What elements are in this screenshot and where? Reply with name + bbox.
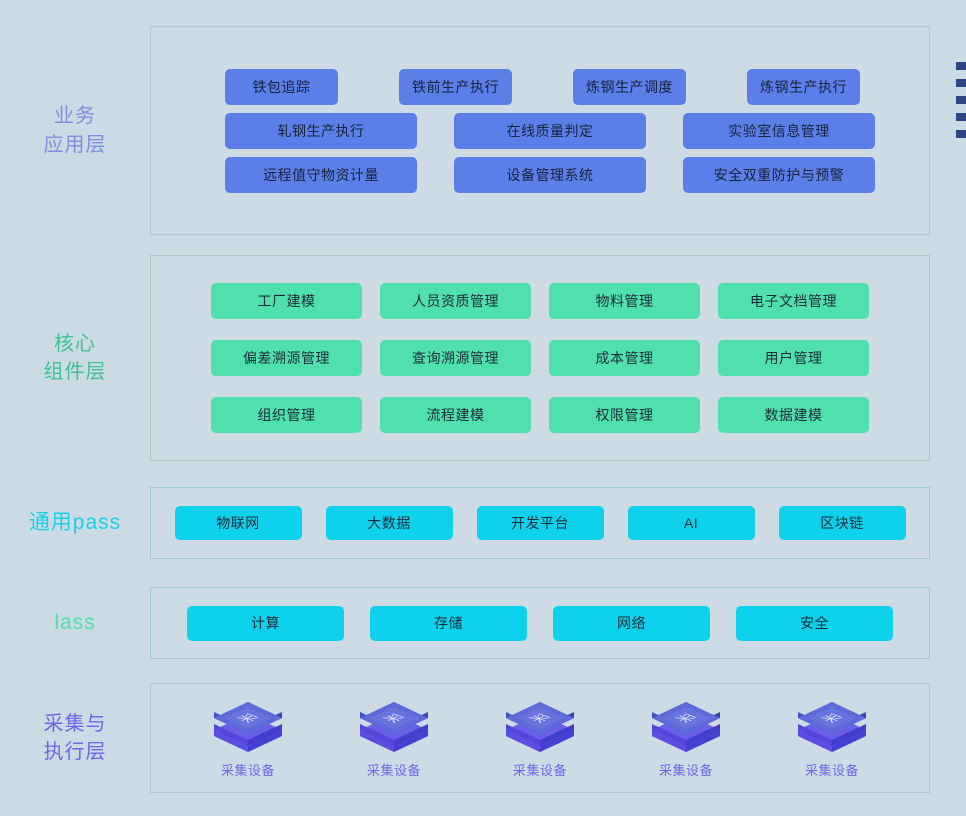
chip-ai[interactable]: AI [627,506,755,540]
chip-material-management[interactable]: 物料管理 [549,283,700,319]
collection-device-icon: 采 [652,701,720,752]
chip-steelmaking-scheduling[interactable]: 炼钢生产调度 [573,68,686,105]
business-chip-row-2: 轧钢生产执行 在线质量判定 实验室信息管理 [175,112,905,149]
edge-legend-marker-5 [956,130,966,138]
chip-remote-material-metering[interactable]: 远程值守物资计量 [225,156,417,193]
chip-lab-information-mgmt[interactable]: 实验室信息管理 [683,112,875,149]
chip-iot[interactable]: 物联网 [174,506,302,540]
collection-device-icon: 采 [214,701,282,752]
device-item-3[interactable]: 采 采集设备 [478,698,602,779]
chip-rolling-execution[interactable]: 轧钢生产执行 [225,112,417,149]
chip-personnel-qualification[interactable]: 人员资质管理 [380,283,531,319]
layer-panel-business-application: 铁包追踪 铁前生产执行 炼钢生产调度 炼钢生产执行 轧钢生产执行 在线质量判定 … [150,26,930,235]
chip-permission-management[interactable]: 权限管理 [549,397,700,433]
layer-label-iaas: lass [54,611,96,635]
chip-ironmaking-execution[interactable]: 铁前生产执行 [399,68,512,105]
business-chip-row-1: 铁包追踪 铁前生产执行 炼钢生产调度 炼钢生产执行 [175,68,905,105]
edge-legend-marker-1 [956,62,966,70]
chip-dev-platform[interactable]: 开发平台 [476,506,604,540]
chip-query-traceability[interactable]: 查询溯源管理 [380,340,531,376]
chip-network[interactable]: 网络 [553,605,710,641]
chip-iron-ladle-tracking[interactable]: 铁包追踪 [225,68,338,105]
device-item-2[interactable]: 采 采集设备 [332,698,456,779]
chip-factory-modeling[interactable]: 工厂建模 [211,283,362,319]
collection-device-icon: 采 [798,701,866,752]
chip-online-quality-judgement[interactable]: 在线质量判定 [454,112,646,149]
chip-cost-management[interactable]: 成本管理 [549,340,700,376]
chip-blockchain[interactable]: 区块链 [778,506,906,540]
layer-label-general-paas: 通用pass [28,511,122,535]
layer-business-application: 业务 应用层 铁包追踪 铁前生产执行 炼钢生产调度 炼钢生产执行 轧钢生产执行 … [0,26,966,235]
chip-dual-safety-prevention[interactable]: 安全双重防护与预警 [683,156,875,193]
layer-core-components: 核心 组件层 工厂建模 人员资质管理 物料管理 电子文档管理 偏差溯源管理 查询… [0,255,966,461]
chip-organization-management[interactable]: 组织管理 [211,397,362,433]
chip-steelmaking-execution[interactable]: 炼钢生产执行 [747,68,860,105]
device-caption: 采集设备 [512,762,567,778]
layer-label-collection-execution: 采集与 执行层 [43,712,107,763]
layer-panel-collection-execution: 采 采集设备 采 采集设备 [150,683,930,793]
device-item-5[interactable]: 采 采集设备 [770,698,894,779]
device-caption: 采集设备 [366,762,421,778]
chip-security[interactable]: 安全 [736,605,893,641]
layer-panel-iaas: 计算 存储 网络 安全 [150,587,930,659]
edge-legend-marker-4 [956,113,966,121]
chip-user-management[interactable]: 用户管理 [718,340,869,376]
business-chip-row-3: 远程值守物资计量 设备管理系统 安全双重防护与预警 [175,156,905,193]
device-list: 采 采集设备 采 采集设备 [151,684,929,792]
edge-legend-marker-2 [956,79,966,87]
device-caption: 采集设备 [804,762,859,778]
chip-equipment-management[interactable]: 设备管理系统 [454,156,646,193]
chip-data-modeling[interactable]: 数据建模 [718,397,869,433]
layer-panel-general-paas: 物联网 大数据 开发平台 AI 区块链 [150,487,930,559]
layer-label-core-components: 核心 组件层 [43,332,107,383]
device-caption: 采集设备 [658,762,713,778]
layer-general-paas: 通用pass 物联网 大数据 开发平台 AI 区块链 [0,487,966,559]
device-item-4[interactable]: 采 采集设备 [624,698,748,779]
collection-device-icon: 采 [506,701,574,752]
chip-compute[interactable]: 计算 [187,605,344,641]
chip-deviation-traceability[interactable]: 偏差溯源管理 [211,340,362,376]
device-item-1[interactable]: 采 采集设备 [186,698,310,779]
edge-legend-markers [956,62,966,138]
chip-process-modeling[interactable]: 流程建模 [380,397,531,433]
chip-storage[interactable]: 存储 [370,605,527,641]
device-caption: 采集设备 [220,762,275,778]
chip-big-data[interactable]: 大数据 [325,506,453,540]
collection-device-icon: 采 [360,701,428,752]
layer-label-business-application: 业务 应用层 [43,105,107,156]
chip-e-document-management[interactable]: 电子文档管理 [718,283,869,319]
layer-iaas: lass 计算 存储 网络 安全 [0,587,966,659]
layer-panel-core-components: 工厂建模 人员资质管理 物料管理 电子文档管理 偏差溯源管理 查询溯源管理 成本… [150,255,930,461]
layer-collection-execution: 采集与 执行层 采 采集设备 [0,683,966,793]
edge-legend-marker-3 [956,96,966,104]
